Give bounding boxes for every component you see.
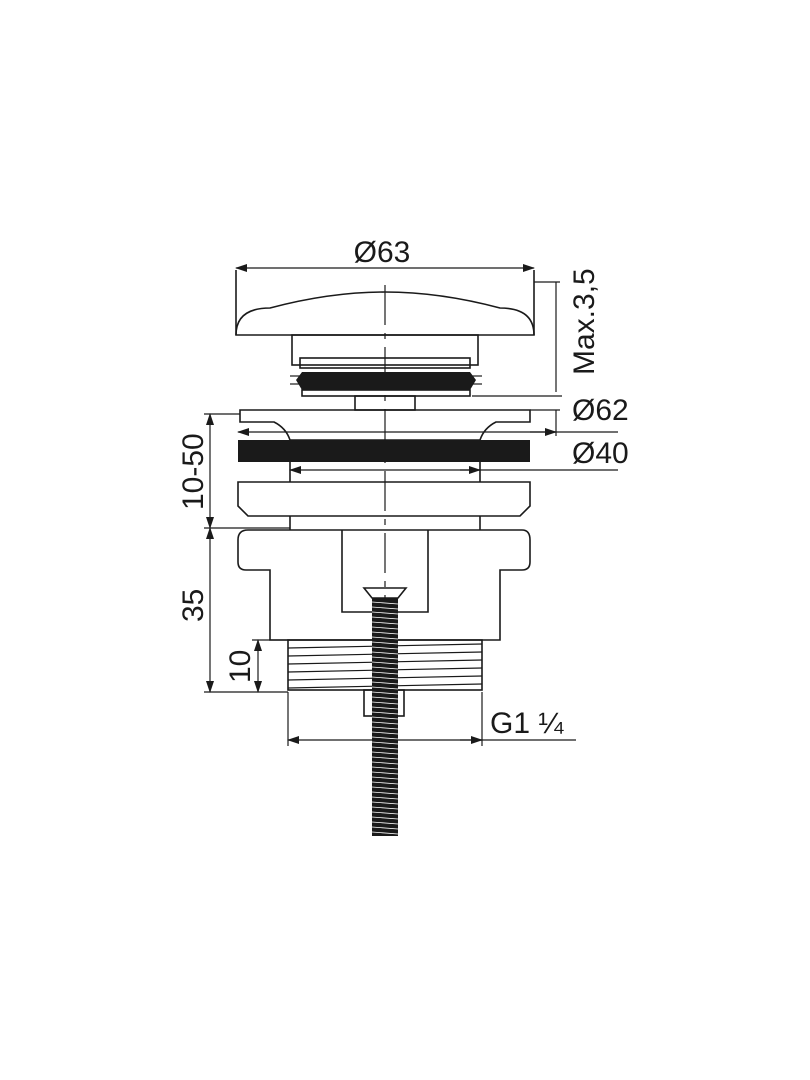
seal-ring [290, 372, 482, 411]
lock-nut [237, 481, 531, 530]
dim-thread-length: 10 [224, 639, 290, 693]
screw-thread-line [371, 696, 399, 700]
dim-flange-diameter: Ø62 [237, 394, 629, 436]
screw-thread-line [371, 676, 399, 680]
body-diameter-label: Ø40 [572, 437, 629, 470]
screw-thread-line [371, 706, 399, 710]
screw-thread-line [371, 761, 399, 765]
thread-length-label: 10 [224, 650, 257, 683]
screw-thread-line [371, 731, 399, 735]
screw-thread-line [371, 716, 399, 720]
body-height-label: 35 [177, 589, 210, 622]
screw-thread-line [371, 721, 399, 725]
flange-diameter-label: Ø62 [572, 394, 629, 427]
dim-max-lift: Max.3,5 [472, 268, 601, 397]
screw-thread-line [371, 661, 399, 665]
screw-thread-line [371, 801, 399, 805]
screw-thread-line [371, 641, 399, 645]
screw-thread-line [371, 691, 399, 695]
screw-thread-line [371, 751, 399, 755]
screw-thread-line [371, 611, 399, 615]
screw-thread-line [371, 831, 399, 835]
screw-thread-line [371, 616, 399, 620]
dim-cap-diameter: Ø63 [235, 236, 535, 272]
screw-thread-line [371, 671, 399, 675]
screw-thread-line [371, 791, 399, 795]
rubber-gasket [238, 440, 530, 462]
screw-thread-line [371, 736, 399, 740]
screw-thread-line [371, 811, 399, 815]
screw-thread-line [371, 796, 399, 800]
screw-thread-line [371, 681, 399, 685]
screw-thread-line [371, 631, 399, 635]
screw-thread-line [371, 786, 399, 790]
screw-thread-line [371, 776, 399, 780]
screw-thread-line [371, 686, 399, 690]
screw-thread-line [371, 766, 399, 770]
screw-thread-line [371, 636, 399, 640]
screw-thread-line [371, 711, 399, 715]
screw-thread-line [371, 626, 399, 630]
dim-clamping-range: 10-50 [177, 413, 290, 529]
screw-thread-line [371, 606, 399, 610]
screw-thread-line [371, 651, 399, 655]
screw-thread-line [371, 771, 399, 775]
clamping-range-label: 10-50 [177, 433, 210, 510]
screw-thread-line [371, 826, 399, 830]
screw-thread-line [371, 656, 399, 660]
max-lift-label: Max.3,5 [568, 268, 601, 375]
screw-thread-line [371, 666, 399, 670]
screw-rod [371, 598, 399, 836]
screw-thread-line [371, 781, 399, 785]
screw-thread-line [371, 756, 399, 760]
dim-body-height: 35 [177, 527, 288, 693]
thread-size-label: G1 ¼ [490, 707, 564, 740]
screw-thread-line [371, 646, 399, 650]
screw-thread-line [371, 726, 399, 730]
screw-thread-line [371, 741, 399, 745]
cap-diameter-label: Ø63 [354, 236, 411, 269]
screw-thread-line [371, 746, 399, 750]
screw-thread-line [371, 821, 399, 825]
dim-body-diameter: Ø40 [289, 437, 629, 474]
screw-thread-line [371, 701, 399, 705]
screw-thread-line [371, 816, 399, 820]
dim-thread-size: G1 ¼ [287, 692, 576, 746]
screw-thread-line [371, 806, 399, 810]
screw-thread-line [371, 621, 399, 625]
screw-thread-line [371, 601, 399, 605]
